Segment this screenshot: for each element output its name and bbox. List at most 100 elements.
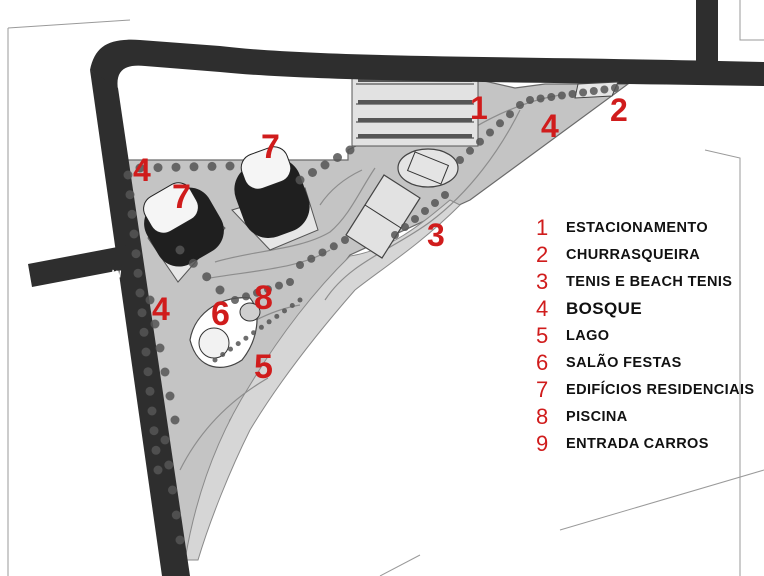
tree: [333, 153, 342, 162]
tree: [175, 535, 185, 545]
legend-label: ESTACIONAMENTO: [566, 219, 709, 236]
marker-lago: 5: [254, 348, 273, 386]
legend-label: CHURRASQUEIRA: [566, 246, 701, 263]
tree: [125, 190, 135, 200]
tree: [266, 319, 272, 325]
tree: [127, 209, 137, 219]
tree: [145, 295, 155, 305]
tree: [145, 386, 155, 396]
legend-item-salao-festas: 6 SALÃO FESTAS: [536, 349, 764, 376]
tree: [207, 161, 217, 171]
parking-lot: [351, 69, 479, 147]
legend-label: BOSQUE: [566, 298, 643, 318]
tree: [329, 242, 338, 251]
tennis-oval: [397, 148, 459, 188]
tree: [547, 93, 556, 101]
lago-area: [189, 297, 261, 368]
tree: [345, 145, 355, 155]
tree: [411, 215, 419, 223]
tree: [123, 170, 133, 180]
tree: [242, 292, 250, 301]
property-lines: [7, 0, 764, 576]
tree: [165, 391, 175, 401]
tree: [341, 236, 349, 244]
tree: [251, 330, 257, 336]
legend-label: ENTRADA CARROS: [566, 435, 709, 452]
tree: [258, 324, 264, 330]
legend-item-lago: 5 LAGO: [536, 322, 764, 349]
roads: [28, 0, 764, 576]
tree: [153, 465, 163, 475]
marker-piscina: 8: [254, 279, 273, 317]
tree: [318, 248, 327, 257]
marker-tenis: 3: [427, 217, 445, 253]
legend-number: 6: [536, 349, 549, 375]
tree: [139, 327, 149, 337]
tree: [589, 87, 598, 95]
tree: [579, 88, 588, 97]
tree: [421, 207, 429, 215]
marker-estacionamento: 1: [470, 90, 488, 126]
tree: [308, 168, 317, 177]
tree: [150, 319, 160, 329]
tree: [160, 367, 170, 377]
tree: [441, 191, 449, 199]
legend-item-tenis: 3 TENIS E BEACH TENIS: [536, 268, 764, 295]
marker-bosque-east: 4: [541, 108, 559, 144]
tree: [135, 288, 145, 298]
tree: [296, 261, 304, 269]
tree: [129, 229, 139, 239]
promenade: [184, 199, 461, 561]
tree: [168, 485, 177, 495]
tree: [228, 346, 233, 352]
legend-item-edificios: 7 EDIFÍCIOS RESIDENCIAIS: [536, 376, 764, 403]
tree: [391, 231, 399, 239]
tree: [557, 91, 566, 100]
legend-item-entrada-carros: 9 ENTRADA CARROS: [536, 430, 764, 457]
tree: [212, 357, 218, 363]
marker-churrasqueira: 2: [610, 92, 628, 128]
legend-label: EDIFÍCIOS RESIDENCIAIS: [566, 381, 755, 398]
tree: [151, 445, 161, 455]
legend-item-bosque: 4 BOSQUE: [536, 295, 764, 322]
legend-number: 2: [536, 241, 549, 267]
tree: [295, 175, 305, 185]
marker-bosque-south: 4: [152, 291, 170, 327]
tree: [133, 268, 143, 278]
tree: [506, 110, 514, 119]
legend-item-churrasqueira: 2 CHURRASQUEIRA: [536, 241, 764, 268]
tree: [135, 163, 145, 173]
tree: [307, 254, 316, 263]
marker-edificio-west: 7: [172, 178, 191, 216]
tree: [264, 285, 272, 294]
building-west: [143, 182, 226, 283]
legend-label: PISCINA: [566, 408, 628, 425]
tree: [137, 308, 147, 318]
legend-label: SALÃO FESTAS: [566, 354, 682, 371]
tree: [175, 245, 185, 255]
marker-bosque-west: 4: [133, 152, 151, 188]
legend-label: LAGO: [566, 327, 610, 344]
tree: [600, 85, 609, 94]
legend: 1 ESTACIONAMENTO 2 CHURRASQUEIRA 3 TENIS…: [536, 214, 764, 457]
tree: [289, 303, 295, 308]
tree: [235, 341, 241, 347]
tree: [568, 90, 577, 98]
tree: [215, 285, 225, 295]
tree: [253, 288, 261, 297]
tree: [466, 146, 474, 155]
legend-item-estacionamento: 1 ESTACIONAMENTO: [536, 214, 764, 241]
tree: [202, 272, 212, 282]
legend-item-piscina: 8 PISCINA: [536, 403, 764, 430]
legend-number: 7: [536, 376, 549, 402]
tree: [225, 161, 235, 171]
tree: [141, 347, 151, 357]
legend-number: 5: [536, 322, 549, 348]
tree: [516, 101, 524, 109]
building-east: [231, 146, 319, 251]
marker-salao: 6: [211, 295, 230, 333]
tree: [143, 367, 153, 377]
tree: [611, 84, 619, 92]
tree: [401, 223, 409, 231]
